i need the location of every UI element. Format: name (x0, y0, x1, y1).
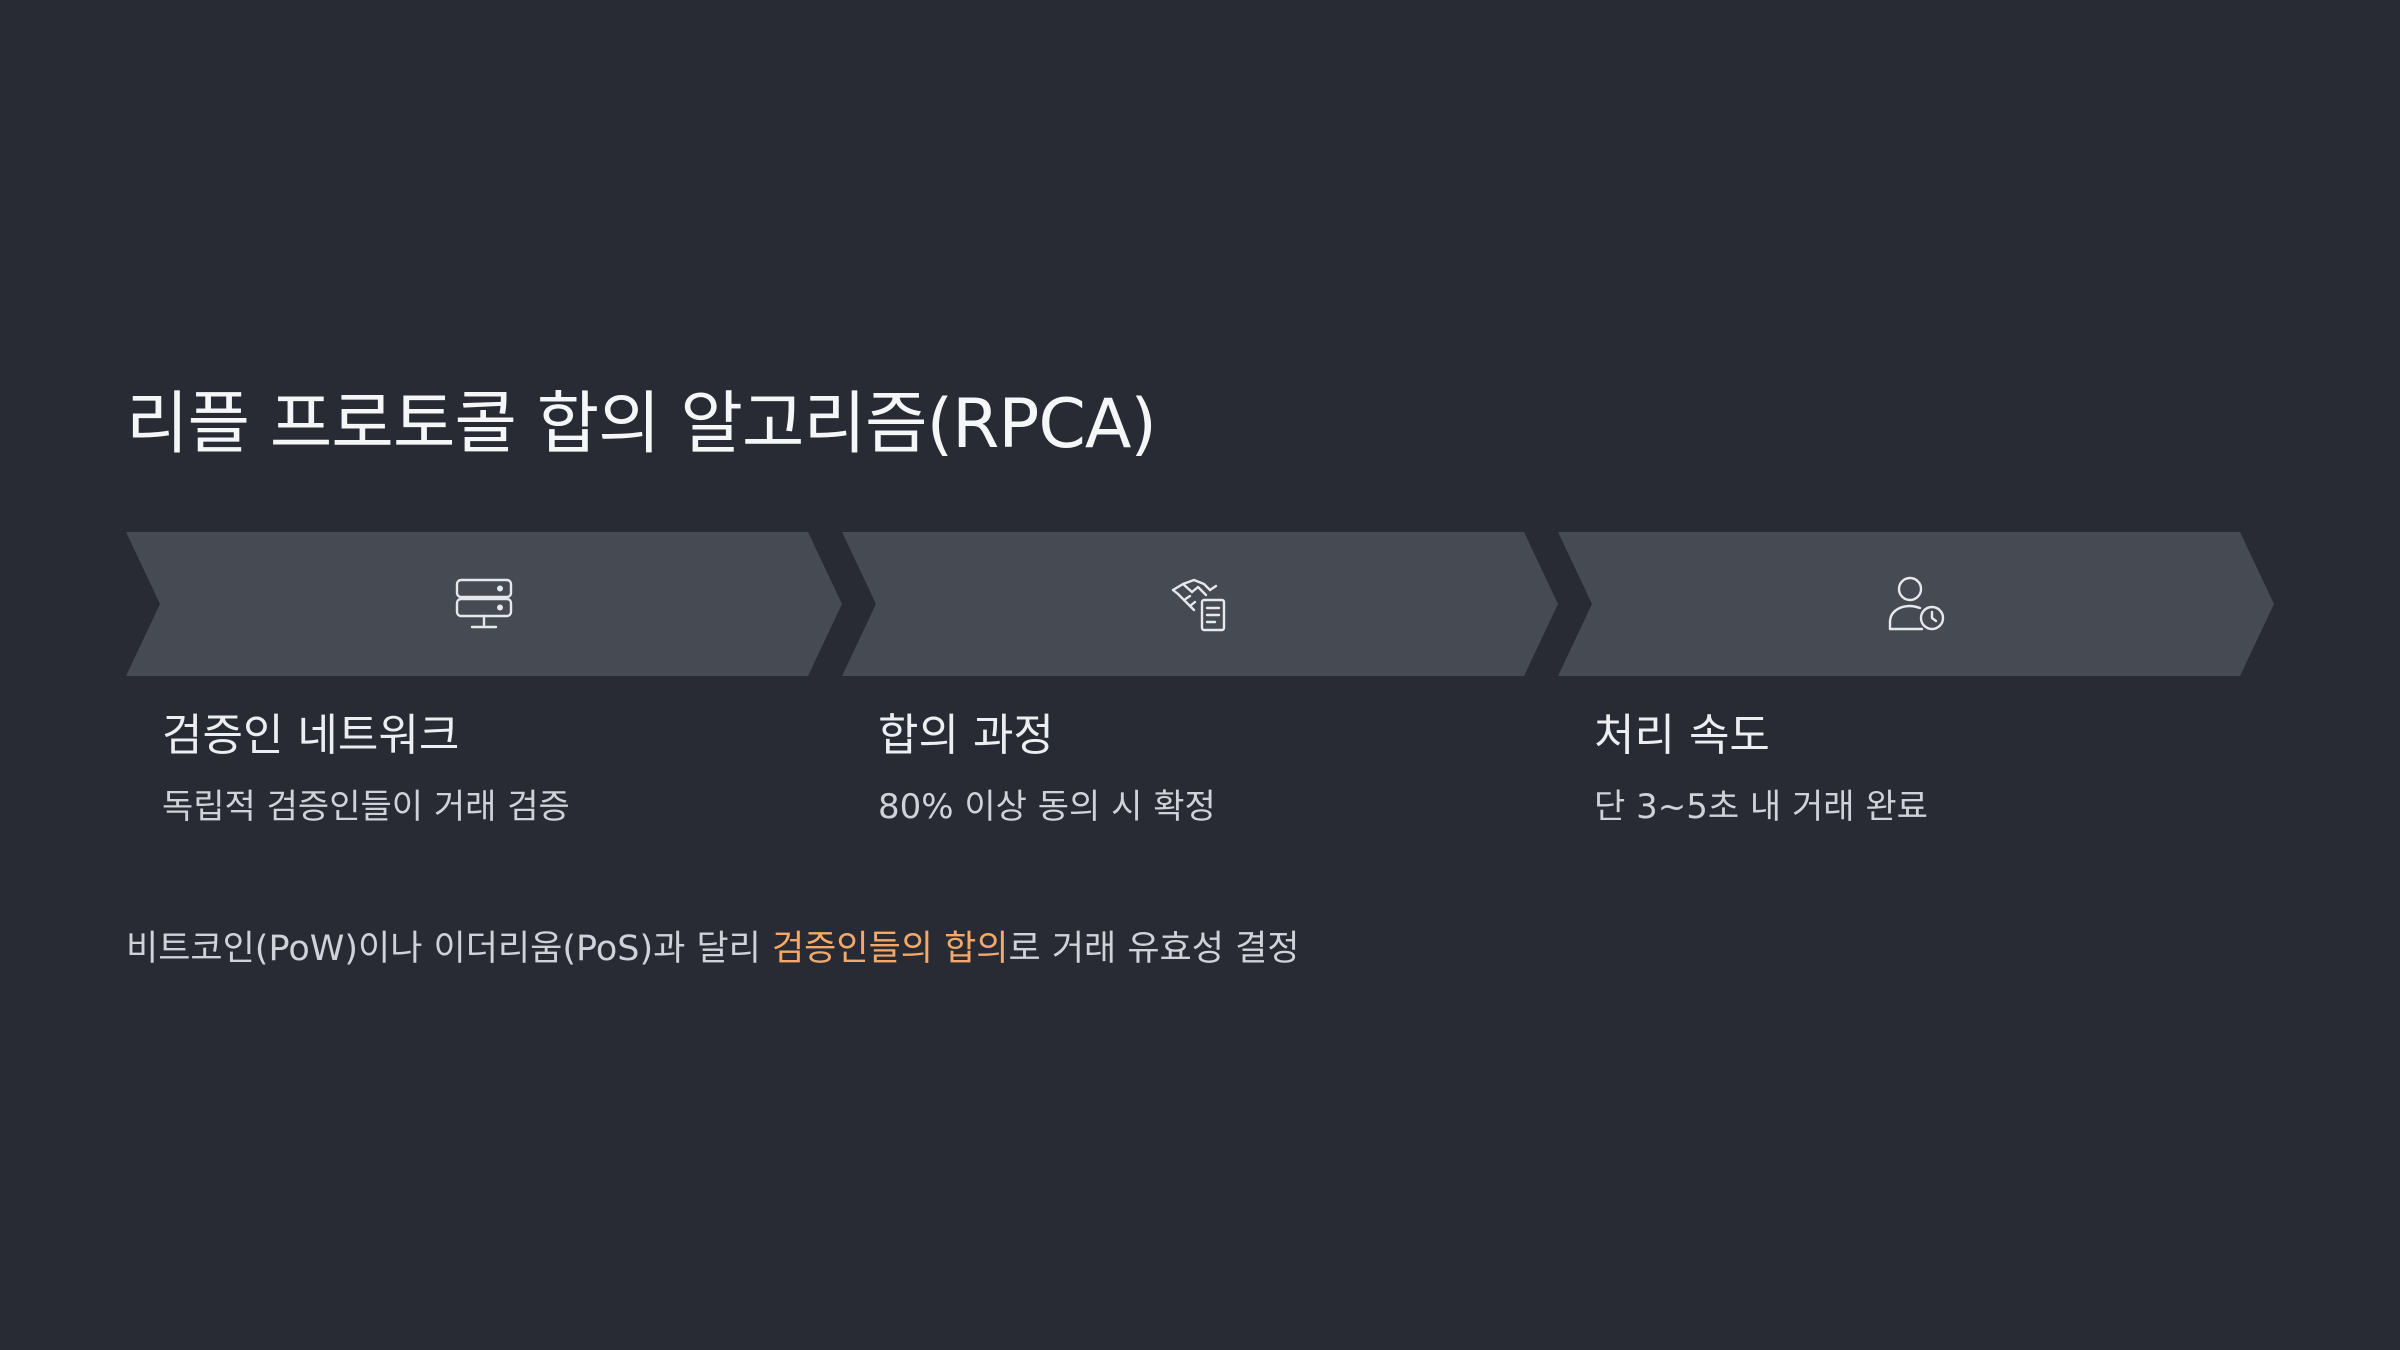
step-description: 80% 이상 동의 시 확정 (878, 787, 1216, 827)
footnote: 비트코인(PoW)이나 이더리움(PoS)과 달리 검증인들의 합의로 거래 유… (126, 922, 1299, 976)
footnote-text-after: 로 거래 유효성 결정 (1008, 929, 1300, 969)
step-title: 검증인 네트워크 (162, 710, 460, 761)
step-description: 단 3~5초 내 거래 완료 (1594, 787, 1928, 827)
step-validator-network: 검증인 네트워크 독립적 검증인들이 거래 검증 (162, 704, 802, 832)
step-consensus-process: 합의 과정 80% 이상 동의 시 확정 (878, 704, 1518, 832)
step-chevron-validators (126, 532, 842, 676)
step-processing-speed: 처리 속도 단 3~5초 내 거래 완료 (1594, 704, 2234, 832)
process-steps (126, 532, 2274, 676)
step-title: 합의 과정 (878, 710, 1054, 761)
user-clock-icon (1886, 574, 1946, 634)
step-chevron-consensus (842, 532, 1558, 676)
handshake-document-icon (1170, 574, 1230, 634)
step-chevron-speed (1558, 532, 2274, 676)
footnote-highlight: 검증인들의 합의 (771, 929, 1009, 969)
slide-title: 리플 프로토콜 합의 알고리즘(RPCA) (126, 385, 1157, 464)
server-icon (454, 574, 514, 634)
step-title: 처리 속도 (1594, 710, 1770, 761)
step-description: 독립적 검증인들이 거래 검증 (162, 787, 570, 827)
footnote-text-before: 비트코인(PoW)이나 이더리움(PoS)과 달리 (126, 929, 772, 969)
